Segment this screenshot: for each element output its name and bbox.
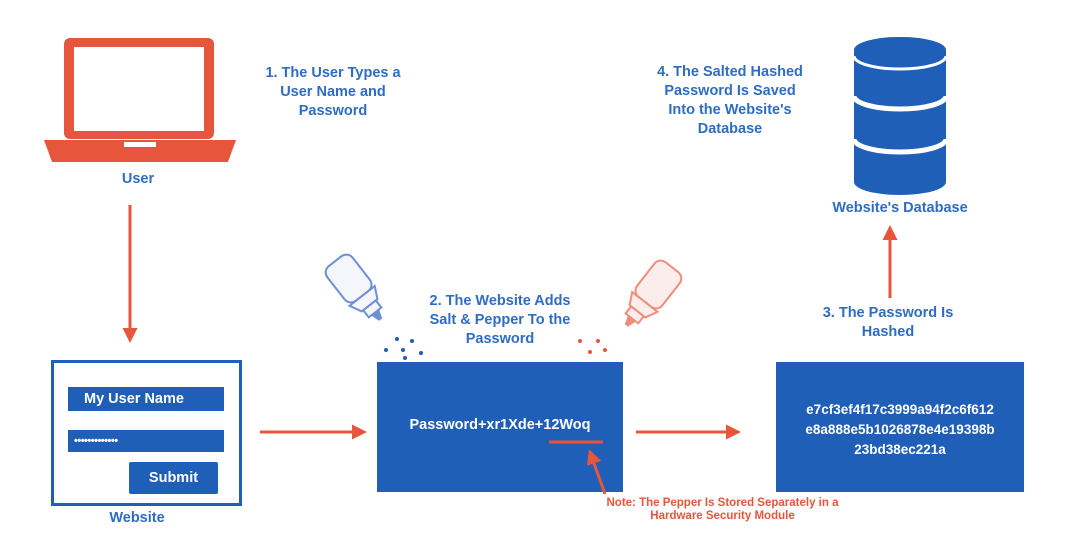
step-2-line: Salt & Pepper To the [429, 312, 571, 328]
salted-password-box: Password+xr1Xde+12Woq [377, 362, 623, 492]
step-1-text: 1. The User Types a User Name and Passwo… [248, 64, 418, 121]
step-3-text: 3. The Password Is Hashed [793, 304, 983, 342]
step-4-line: Password Is Saved [664, 83, 796, 99]
hashed-password-box: e7cf3ef4f17c3999a94f2c6f612 e8a888e5b102… [776, 362, 1024, 492]
pepper-note: Note: The Pepper Is Stored Separately in… [560, 497, 885, 523]
step-2-line: Password [465, 331, 535, 347]
hash-line: 23bd38ec221a [854, 442, 946, 457]
arrow-note-to-pepper [586, 449, 607, 495]
database-label: Website's Database [832, 200, 968, 216]
hash-text: e7cf3ef4f17c3999a94f2c6f612 e8a888e5b102… [776, 400, 1024, 460]
hash-line: e7cf3ef4f17c3999a94f2c6f612 [806, 402, 994, 417]
step-1-line: 1. The User Types a [265, 65, 401, 81]
step-3-line: 3. The Password Is [822, 305, 954, 321]
step-1-line: Password [298, 103, 368, 119]
hash-line: e8a888e5b1026878e4e19398b [805, 422, 995, 437]
salt-dots [384, 337, 423, 360]
website-login-form: My User Name ••••••••••••• Submit [51, 360, 242, 506]
submit-button[interactable]: Submit [129, 462, 218, 494]
database-icon [852, 37, 948, 195]
step-1-line: User Name and [280, 84, 386, 100]
step-4-line: Into the Website's [668, 102, 792, 118]
note-line: Note: The Pepper Is Stored Separately in… [606, 497, 839, 509]
step-4-line: 4. The Salted Hashed [657, 64, 803, 80]
step-4-line: Database [697, 121, 763, 137]
password-field[interactable]: ••••••••••••• [68, 430, 224, 452]
user-label: User [121, 171, 155, 187]
note-line: Hardware Security Module [650, 510, 795, 522]
step-3-line: Hashed [861, 324, 915, 340]
step-2-line: 2. The Website Adds [429, 293, 571, 309]
pepper-bottle-icon [624, 259, 683, 327]
pepper-dots [578, 339, 607, 354]
salt-bottle-icon [324, 253, 383, 321]
step-2-text: 2. The Website Adds Salt & Pepper To the… [400, 292, 600, 349]
step-4-text: 4. The Salted Hashed Password Is Saved I… [630, 63, 830, 139]
salted-password-text: Password+xr1Xde+12Woq [409, 417, 591, 433]
username-field[interactable]: My User Name [68, 387, 224, 411]
website-label: Website [109, 510, 165, 526]
laptop-icon [44, 38, 236, 162]
